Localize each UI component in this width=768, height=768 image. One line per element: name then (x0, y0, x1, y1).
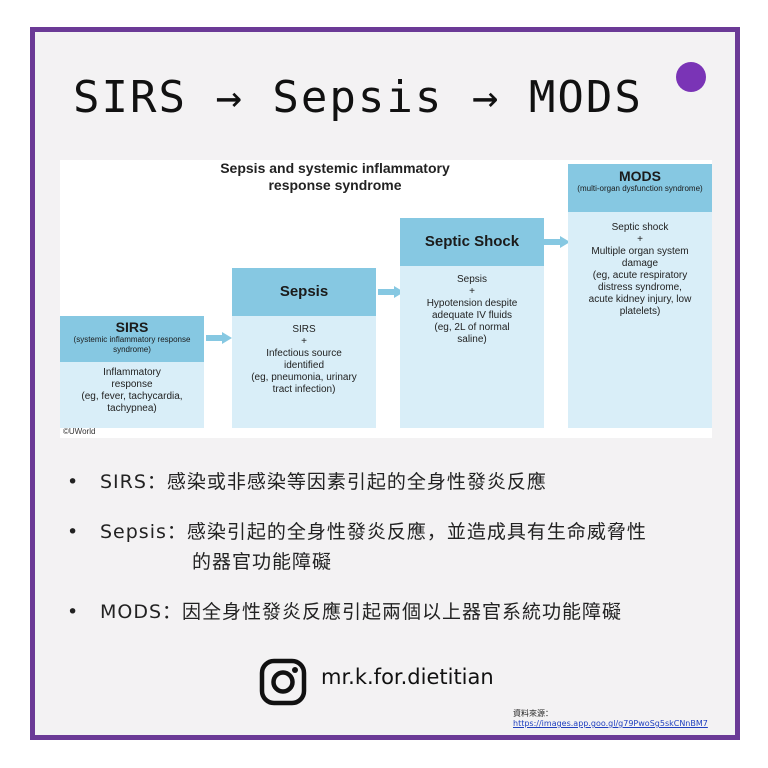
arrow-right-icon (378, 286, 404, 298)
stage-sirs-body: Inflammatory response (eg, fever, tachyc… (81, 367, 183, 414)
sepsis-diagram: Sepsis and systemic inflammatory respons… (60, 160, 712, 438)
stage-sepsis-body: SIRS + Infectious source identified (eg,… (251, 324, 357, 395)
bullet-mark: • (67, 471, 80, 493)
source-citation: 資料來源： https://images.app.goo.gl/g79PwoSg… (513, 709, 708, 729)
slide-card: SIRS → Sepsis → MODS Sepsis and systemic… (30, 27, 740, 740)
stage-septic-shock: Septic Shock Sepsis + Hypotension despit… (400, 218, 544, 428)
stage-mods-head: MODS (multi-organ dysfunction syndrome) (568, 164, 712, 212)
stage-mods: MODS (multi-organ dysfunction syndrome) … (568, 164, 712, 428)
stage-mods-body: Septic shock + Multiple organ system dam… (588, 222, 692, 317)
stage-septic-shock-head: Septic Shock (400, 218, 544, 266)
arrow-right-icon (544, 236, 570, 248)
list-item-sirs: • SIRS：感染或非感染等因素引起的全身性發炎反應 (65, 467, 725, 497)
stage-sepsis: Sepsis SIRS + Infectious source identifi… (232, 268, 376, 428)
definition-list: • SIRS：感染或非感染等因素引起的全身性發炎反應 • Sepsis：感染引起… (65, 467, 725, 627)
arrow-right-icon (206, 332, 232, 344)
source-link[interactable]: https://images.app.goo.gl/g79PwoSg5skCNn… (513, 719, 708, 728)
stage-septic-shock-body: Sepsis + Hypotension despite adequate IV… (426, 274, 518, 345)
stage-sirs: SIRS (systemic inflammatory response syn… (60, 316, 204, 428)
stage-sepsis-head: Sepsis (232, 268, 376, 316)
instagram-icon (259, 658, 307, 706)
diagram-credit: ©UWorld (63, 427, 96, 436)
page-title: SIRS → Sepsis → MODS (73, 72, 643, 123)
diagram-title: Sepsis and systemic inflammatory respons… (220, 160, 450, 193)
stage-sirs-head: SIRS (systemic inflammatory response syn… (60, 316, 204, 362)
instagram-handle: mr.k.for.dietitian (321, 665, 494, 689)
source-label: 資料來源： (513, 709, 553, 718)
purple-dot-decoration (676, 62, 706, 92)
list-item-mods: • MODS：因全身性發炎反應引起兩個以上器官系統功能障礙 (65, 597, 725, 627)
bullet-mark: • (67, 601, 80, 623)
bullet-mark: • (67, 521, 80, 543)
list-item-sepsis: • Sepsis：感染引起的全身性發炎反應，並造成具有生命威脅性 的器官功能障礙 (65, 517, 725, 577)
